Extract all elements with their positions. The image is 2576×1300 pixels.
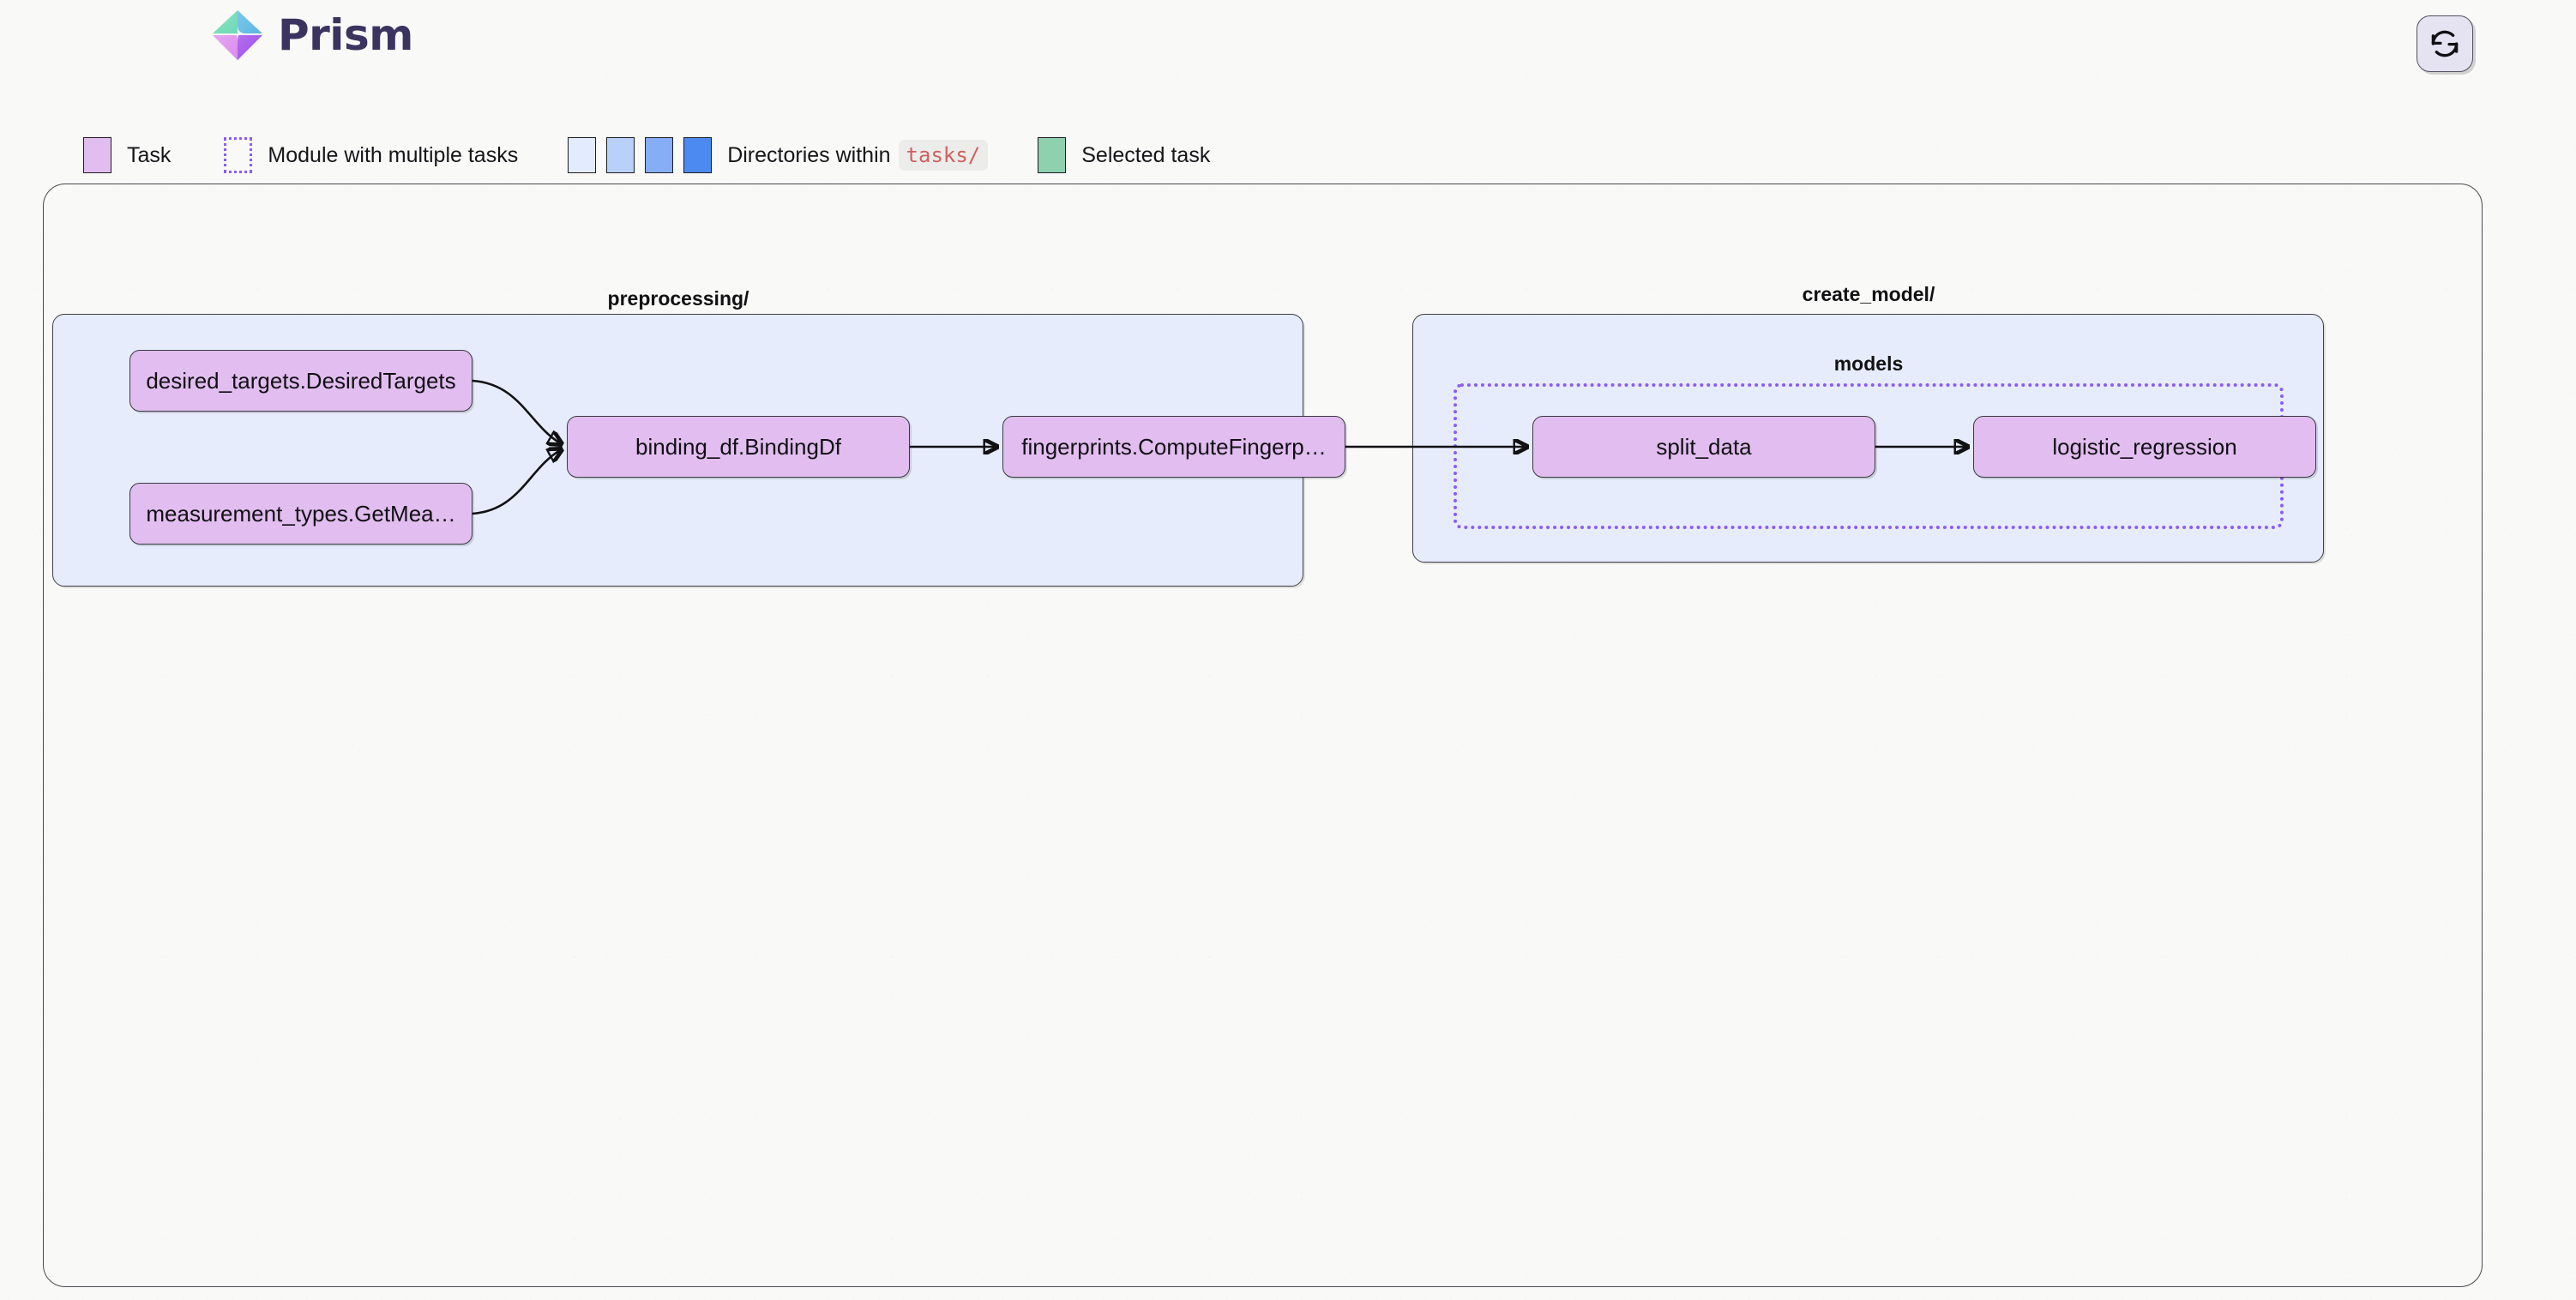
graph-layer: preprocessing/ create_model/ models — [44, 184, 2482, 1286]
legend-item-directories: Directories within tasks/ — [568, 137, 989, 173]
task-node-label: split_data — [1656, 434, 1752, 460]
task-node-measurement-types[interactable]: measurement_types.GetMea… — [129, 483, 472, 545]
task-node-label: binding_df.BindingDf — [635, 434, 841, 460]
app-header: Prism — [0, 0, 2576, 96]
legend-label-task: Task — [127, 142, 172, 167]
task-node-label: measurement_types.GetMea… — [146, 501, 456, 527]
legend-item-module: Module with multiple tasks — [224, 137, 518, 173]
prism-diamond-logo-icon — [211, 9, 264, 62]
refresh-icon — [2429, 27, 2461, 60]
module-label-models: models — [1833, 352, 1904, 375]
directory-swatch-level-3-icon — [645, 137, 674, 173]
selected-task-swatch-icon — [1038, 137, 1067, 173]
task-node-fingerprints[interactable]: fingerprints.ComputeFingerp… — [1002, 416, 1345, 478]
brand: Prism — [211, 9, 413, 62]
legend: Task Module with multiple tasks Director… — [83, 135, 1210, 175]
task-swatch-icon — [83, 137, 111, 173]
directory-swatch-level-1-icon — [568, 137, 597, 173]
task-node-binding-df[interactable]: binding_df.BindingDf — [567, 416, 910, 478]
task-node-label: fingerprints.ComputeFingerp… — [1021, 434, 1327, 460]
task-node-split-data[interactable]: split_data — [1532, 416, 1875, 478]
dag-canvas[interactable]: preprocessing/ create_model/ models — [43, 184, 2483, 1287]
task-node-logistic-regression[interactable]: logistic_regression — [1973, 416, 2316, 478]
refresh-button[interactable] — [2417, 15, 2473, 72]
task-node-desired-targets[interactable]: desired_targets.DesiredTargets — [129, 350, 472, 412]
directory-label-preprocessing: preprocessing/ — [607, 287, 749, 310]
module-swatch-icon — [224, 137, 253, 173]
legend-label-module: Module with multiple tasks — [268, 142, 519, 167]
legend-label-directories: Directories within — [727, 142, 891, 167]
brand-name: Prism — [278, 10, 413, 60]
legend-item-task: Task — [83, 137, 171, 173]
directory-swatch-level-2-icon — [606, 137, 635, 173]
directory-swatch-level-4-icon — [683, 137, 713, 173]
legend-label-selected-task: Selected task — [1081, 142, 1211, 167]
directory-label-create-model: create_model/ — [1802, 283, 1935, 305]
task-node-label: logistic_regression — [2052, 434, 2237, 460]
task-node-label: desired_targets.DesiredTargets — [146, 368, 456, 394]
legend-item-selected-task: Selected task — [1038, 137, 1210, 173]
directory-swatch-stack-icon — [568, 137, 713, 173]
legend-code-tasks-path: tasks/ — [898, 140, 989, 171]
